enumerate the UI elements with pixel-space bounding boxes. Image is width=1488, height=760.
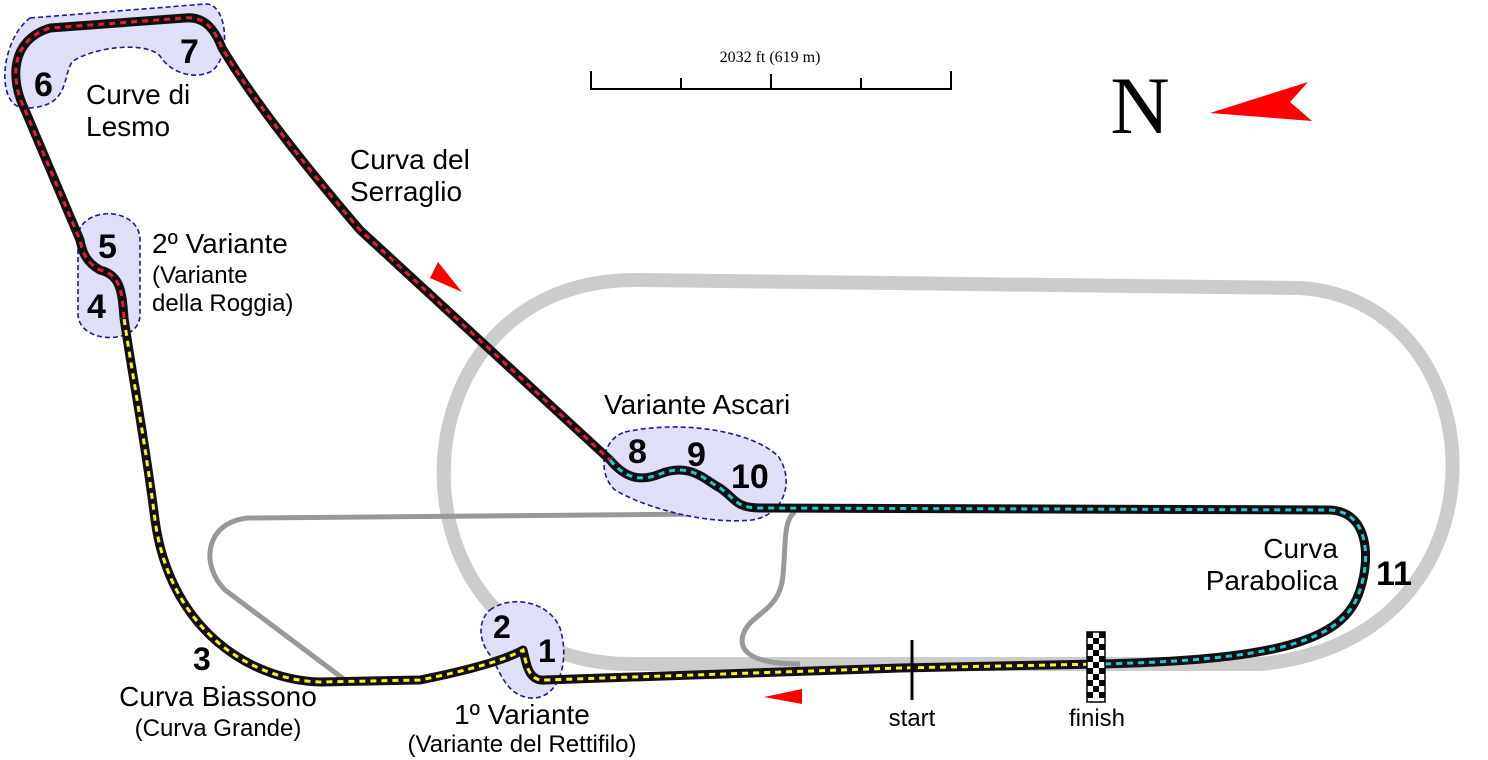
- track-sector-2-dashes: [14, 16, 612, 462]
- north-arrow-icon: [1210, 82, 1312, 121]
- label-lesmo-line1: Curve di: [86, 79, 190, 110]
- label-serraglio-line2: Serraglio: [350, 176, 462, 207]
- finish-line: [1086, 631, 1106, 703]
- old-track-west: [207, 511, 701, 682]
- corner-number-2: 2: [493, 609, 511, 645]
- label-parabolica-line1: Curva: [1263, 533, 1338, 564]
- label-finish: finish: [1069, 705, 1125, 732]
- label-rettifilo-line2: (Variante del Rettifilo): [408, 731, 637, 758]
- track-sector-3-dashes: [608, 459, 1367, 666]
- corner-number-4: 4: [87, 288, 106, 326]
- scale-label: 2032 ft (619 m): [720, 49, 821, 66]
- corner-number-3: 3: [193, 641, 211, 677]
- label-ascari: Variante Ascari: [604, 389, 790, 420]
- scale-bar: 2032 ft (619 m): [590, 49, 952, 90]
- corner-number-5: 5: [98, 228, 117, 266]
- track-sector-1: [119, 317, 1101, 687]
- label-roggia-line1: 2º Variante: [152, 228, 288, 259]
- direction-arrow-icon: [430, 262, 462, 292]
- corner-number-8: 8: [628, 433, 647, 471]
- track-sector-1-dashes: [122, 317, 1101, 684]
- corner-number-6: 6: [34, 66, 53, 104]
- compass-letter: N: [1110, 60, 1169, 151]
- label-biassono-line2: (Curva Grande): [135, 715, 302, 742]
- banked-oval: [436, 272, 1460, 671]
- label-roggia-line3: della Roggia): [152, 290, 293, 317]
- corner-number-11: 11: [1376, 555, 1412, 593]
- direction-arrow-icon: [764, 689, 802, 704]
- label-start: start: [889, 705, 936, 732]
- corner-number-1: 1: [538, 633, 556, 669]
- corner-number-10: 10: [731, 458, 769, 496]
- label-lesmo-line2: Lesmo: [86, 111, 170, 142]
- old-track-centre: [739, 509, 801, 667]
- corner-number-7: 7: [180, 33, 199, 71]
- label-biassono-line1: Curva Biassono: [119, 681, 317, 712]
- label-roggia-line2: (Variante: [152, 262, 248, 289]
- label-rettifilo-line1: 1º Variante: [454, 699, 590, 730]
- corner-number-9: 9: [687, 436, 706, 474]
- label-parabolica-line2: Parabolica: [1206, 565, 1339, 596]
- label-serraglio-line1: Curva del: [350, 144, 470, 175]
